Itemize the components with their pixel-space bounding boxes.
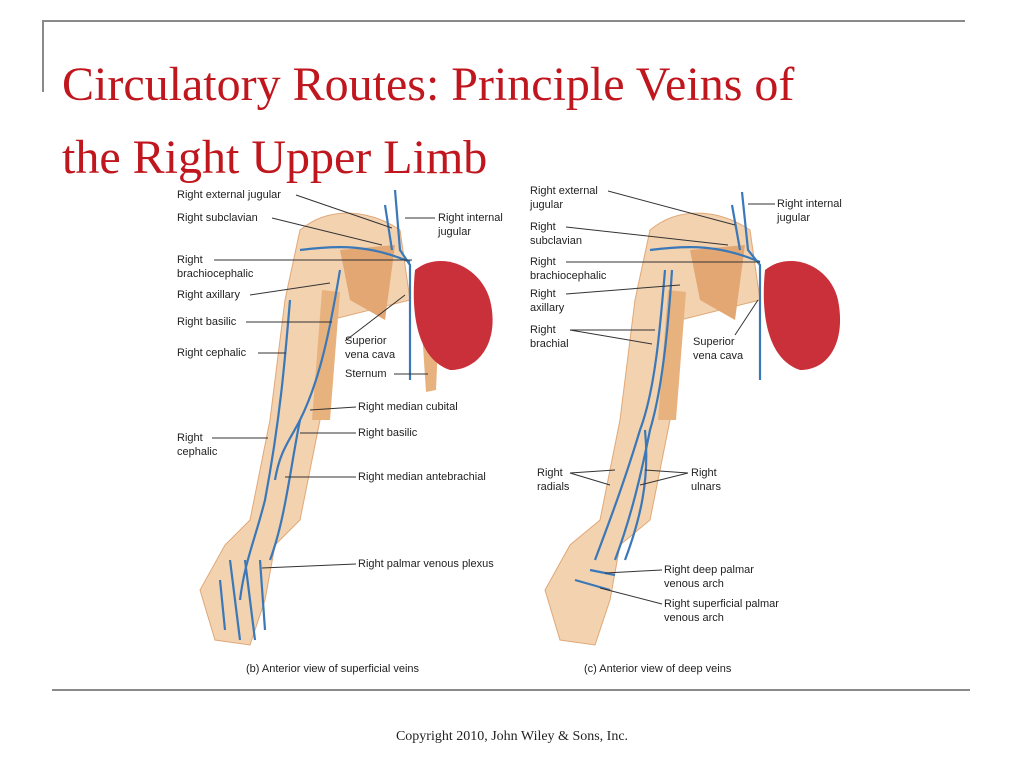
label-line: jugular — [438, 226, 472, 238]
label-b-palmar-plexus: Right palmar venous plexus — [358, 558, 494, 570]
label-c-superficial-arch: Right superficial palmar venous arch — [664, 597, 779, 625]
caption-c: (c) Anterior view of deep veins — [584, 663, 732, 675]
label-line: Right internal — [438, 212, 503, 224]
left-rule — [42, 20, 44, 92]
figure-c-drawing — [544, 191, 841, 646]
label-c-ext-jugular: Right external jugular — [530, 184, 598, 212]
label-line: venous arch — [664, 612, 724, 624]
label-line: Right — [530, 221, 556, 233]
label-b-sternum: Sternum — [345, 368, 387, 380]
title-line-1: Circulatory Routes: Principle Veins of — [62, 58, 795, 111]
humerus-b — [312, 290, 340, 420]
label-line: brachial — [530, 338, 569, 350]
label-b-ext-jugular: Right external jugular — [177, 189, 281, 201]
label-b-basilic-upper: Right basilic — [177, 316, 237, 328]
label-line: venous arch — [664, 578, 724, 590]
humerus-c — [658, 290, 686, 420]
bottom-rule — [52, 689, 970, 691]
label-c-int-jugular: Right internal jugular — [777, 197, 842, 225]
label-line: jugular — [777, 212, 811, 224]
label-b-median-cubital: Right median cubital — [358, 401, 458, 413]
label-c-deep-arch: Right deep palmar venous arch — [664, 563, 754, 591]
label-line: Right — [537, 467, 563, 479]
label-line: jugular — [530, 199, 564, 211]
copyright: Copyright 2010, John Wiley & Sons, Inc. — [395, 729, 629, 744]
label-c-radials: Right radials — [537, 466, 569, 494]
label-line: Right internal — [777, 198, 842, 210]
label-line: Right deep palmar — [664, 564, 754, 576]
label-b-svc: Superior vena cava — [345, 334, 395, 362]
scapula-c — [690, 245, 745, 320]
label-line: Right — [530, 256, 556, 268]
label-line: ulnars — [691, 481, 721, 493]
label-line: cephalic — [177, 446, 218, 458]
label-b-int-jugular: Right internal jugular — [438, 211, 503, 239]
label-line: Right — [177, 254, 203, 266]
top-rule — [42, 20, 965, 22]
slide-title: Circulatory Routes: Principle Veins of t… — [62, 48, 962, 194]
figure-b-drawing — [199, 189, 493, 646]
heart-c — [763, 261, 841, 370]
heart-b — [413, 261, 493, 370]
label-line: Right — [530, 324, 556, 336]
label-b-cephalic-upper: Right cephalic — [177, 347, 247, 359]
arm-b-skin — [199, 212, 411, 646]
label-b-cephalic-lower: Right cephalic — [177, 431, 217, 459]
label-line: subclavian — [530, 235, 582, 247]
leader-lines — [212, 190, 775, 605]
label-line: Right — [177, 432, 203, 444]
label-c-brachial: Right brachial — [530, 323, 569, 351]
caption-b: (b) Anterior view of superficial veins — [246, 663, 420, 675]
label-c-axillary: Right axillary — [530, 287, 564, 315]
label-line: brachiocephalic — [177, 268, 254, 280]
label-c-subclavian: Right subclavian — [530, 220, 582, 248]
label-line: Right external — [530, 185, 598, 197]
label-line: Right — [530, 288, 556, 300]
label-line: Right — [691, 467, 717, 479]
label-line: Right superficial palmar — [664, 598, 779, 610]
label-b-basilic-lower: Right basilic — [358, 427, 418, 439]
label-line: radials — [537, 481, 570, 493]
label-c-ulnars: Right ulnars — [691, 466, 721, 494]
label-line: Superior — [345, 335, 387, 347]
label-b-axillary: Right axillary — [177, 289, 240, 301]
label-line: vena cava — [345, 349, 396, 361]
label-b-brachiocephalic: Right brachiocephalic — [177, 253, 253, 281]
scapula-b — [340, 245, 395, 320]
label-b-subclavian: Right subclavian — [177, 212, 258, 224]
label-line: axillary — [530, 302, 565, 314]
label-line: brachiocephalic — [530, 270, 607, 282]
label-b-median-antebrachial: Right median antebrachial — [358, 471, 486, 483]
label-line: vena cava — [693, 350, 744, 362]
arm-c-skin — [544, 212, 761, 646]
label-c-svc: Superior vena cava — [693, 335, 743, 363]
label-c-brachiocephalic: Right brachiocephalic — [530, 255, 606, 283]
title-line-2: the Right Upper Limb — [62, 131, 488, 184]
label-line: Superior — [693, 336, 735, 348]
